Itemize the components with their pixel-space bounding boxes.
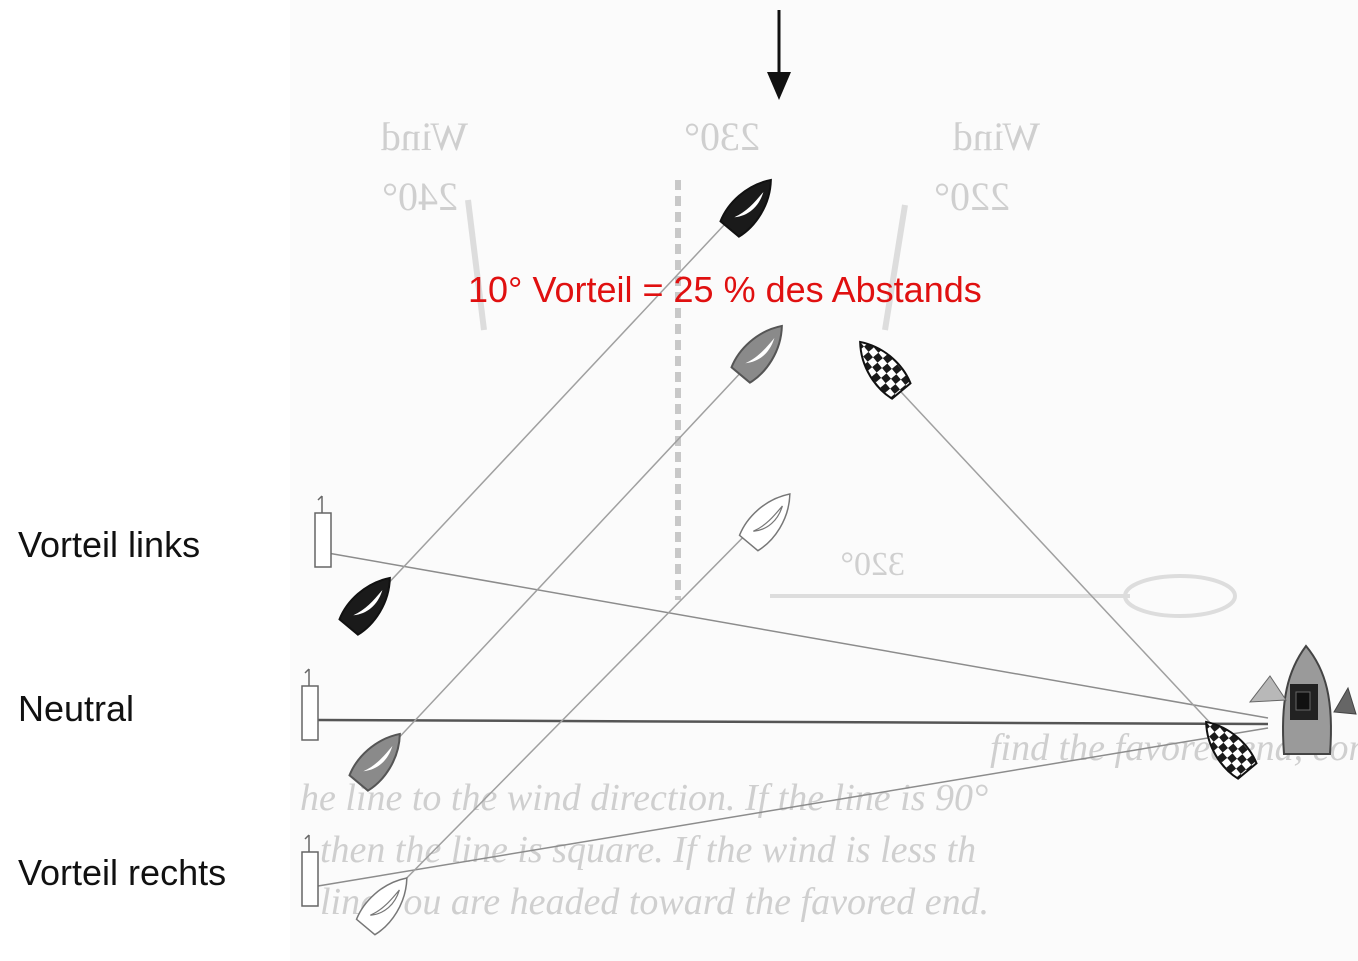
label-vorteil-links: Vorteil links (18, 524, 201, 565)
buoy-icon-right (301, 834, 319, 907)
headline-advantage: 10° Vorteil = 25 % des Abstands (468, 269, 982, 310)
course-gray-boat (377, 351, 761, 761)
label-neutral: Neutral (18, 688, 135, 729)
flag-icon-left (1248, 675, 1287, 703)
ghost-boat-outline (1123, 574, 1237, 618)
ghost-text-group: Wind 240° 230° Wind 220° 320° find the f… (300, 114, 1358, 923)
ghost-wind-left-deg: 240° (382, 174, 458, 219)
wind-arrow-icon (767, 10, 791, 100)
scan-background (290, 0, 1358, 961)
course-white-boat (384, 509, 771, 901)
label-vorteil-rechts: Vorteil rechts (18, 852, 227, 893)
line-right-favored (317, 727, 1269, 887)
ghost-wind-arrow-right (882, 204, 908, 331)
ghost-wind-right-deg: 220° (934, 174, 1010, 219)
ghost-text-line-2: he line to the wind direction. If the li… (300, 777, 988, 819)
committee-boat-icon (1281, 644, 1332, 755)
flag-icon-right (1333, 686, 1357, 715)
ghost-center-deg: 230° (684, 114, 760, 159)
ghost-wind-left: Wind (381, 114, 468, 159)
course-black-boat (367, 207, 741, 606)
ghost-wind-arrow-left (465, 199, 487, 331)
ghost-text-line-3: then the line is square. If the wind is … (320, 829, 976, 871)
line-left-favored (321, 551, 1269, 719)
buoy-icon-left (314, 495, 332, 568)
ghost-bottom-deg: 320° (840, 546, 905, 583)
line-neutral (317, 718, 1269, 726)
ghost-text-line-4: line you are headed toward the favored e… (320, 881, 989, 923)
ghost-wind-right: Wind (953, 114, 1040, 159)
course-checkered-boat (887, 377, 1229, 743)
buoy-icon-neutral (301, 668, 319, 741)
